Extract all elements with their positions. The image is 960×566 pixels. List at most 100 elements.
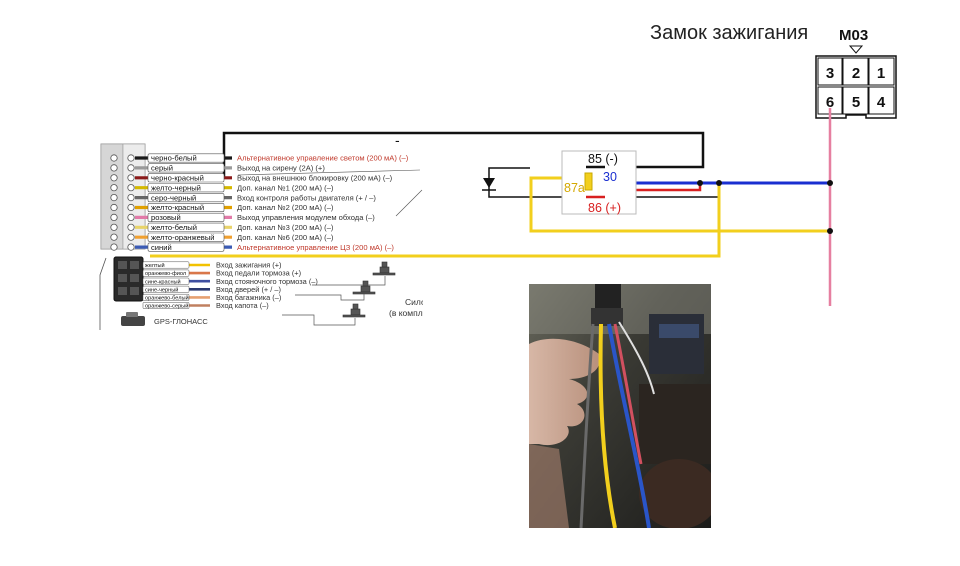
wire-function-label: Доп. канал №3 (200 мА) (–)	[237, 223, 334, 232]
connector-key-marker	[848, 45, 864, 54]
junction-dots	[697, 180, 833, 234]
gps-module-icon	[121, 312, 145, 326]
input-wire-color-name: сине-красный	[145, 278, 181, 285]
wire-color-name: желто-черный	[151, 183, 201, 192]
socket-pin	[110, 194, 118, 202]
socket-pin	[127, 223, 135, 231]
main-sockets	[110, 154, 135, 251]
socket-pin	[110, 213, 118, 221]
wire-color-name: черно-белый	[151, 154, 197, 163]
wire-color-tag	[147, 242, 225, 252]
socket-pin	[127, 243, 135, 251]
switch-leads	[282, 276, 386, 326]
wire-function-label: Альтернативное управление ЦЗ (200 мА) (–…	[237, 243, 394, 252]
harness-outline	[99, 257, 107, 330]
wire-color-tag	[147, 173, 225, 183]
relay-87a-contact	[584, 172, 593, 191]
wire-function-label: Доп. канал №6 (200 мА) (–)	[237, 233, 334, 242]
socket-pin	[127, 233, 135, 241]
diode-icon	[483, 178, 495, 188]
socket-pin	[127, 184, 135, 192]
socket-pin	[110, 174, 118, 182]
input-wire-function: Вход капота (–)	[216, 301, 269, 310]
relay-pin-86: 86 (+)	[588, 201, 621, 215]
input-wire-color-name: желтый	[145, 262, 165, 269]
leader-line	[237, 169, 421, 176]
socket-pin	[110, 184, 118, 192]
wire-color-tag	[147, 203, 225, 213]
main-wires: черно-белый Альтернативное управление све…	[135, 153, 409, 252]
leader-line	[395, 189, 423, 217]
input-wire-function: Вход педали тормоза (+)	[216, 269, 301, 278]
socket-pin	[110, 164, 118, 172]
wire-color-tag	[147, 153, 225, 163]
wire-color-name: желто-белый	[151, 223, 197, 232]
wire-function-label: Выход на внешнюю блокировку (200 мА) (–)	[237, 174, 393, 183]
black-wire	[222, 131, 705, 178]
scan-clip-mask	[423, 296, 443, 330]
photo-of-wiring-harness-icon	[529, 284, 711, 528]
input-wire-color-name: оранжево-серый	[145, 303, 188, 310]
wire-color-name: синий	[151, 243, 172, 252]
gps-label: GPS-ГЛОНАСС	[154, 317, 208, 326]
wire-color-tag	[147, 163, 225, 173]
wire-color-tag	[147, 193, 225, 203]
wire-color-name: серый	[151, 164, 173, 173]
socket-pin	[110, 243, 118, 251]
wire-color-name: розовый	[151, 213, 181, 222]
input-wire-tag	[142, 269, 190, 277]
title: Замок зажигания	[650, 22, 808, 44]
connector-cells	[817, 57, 895, 115]
connector-code: M03	[839, 27, 868, 44]
socket-pin	[127, 213, 135, 221]
input-wire-function: Вход зажигания (+)	[216, 261, 282, 270]
wire-color-tag	[147, 183, 225, 193]
socket-pin	[110, 154, 118, 162]
input-wire-tag	[142, 285, 190, 293]
wire-function-label: Вход контроля работы двигателя (+ / –)	[237, 193, 376, 202]
relay-pin-85: 85 (-)	[588, 152, 618, 166]
pin-label: 4	[877, 94, 886, 111]
cut-text-line1: Сило	[405, 297, 426, 307]
input-wire-tag	[142, 261, 190, 269]
relay-body	[561, 150, 637, 215]
wire-color-name: серо-черный	[151, 193, 196, 202]
wire-color-tag	[147, 232, 225, 242]
socket-pin	[110, 203, 118, 212]
minus-label: -	[395, 132, 400, 148]
socket-pin	[127, 164, 135, 172]
limit-switch-icon	[342, 261, 396, 318]
wire-function-label: Доп. канал №1 (200 мА) (–)	[237, 183, 334, 192]
wire-function-label: Альтернативное управление светом (200 мА…	[237, 154, 409, 163]
socket-pin	[127, 203, 135, 212]
input-wire-function: Вход дверей (+ / –)	[216, 285, 281, 294]
relay-pin-87a: 87a	[564, 181, 585, 195]
input-wire-function: Вход стояночного тормоза (–)	[216, 277, 318, 286]
wire-color-tag	[147, 222, 225, 232]
socket-pin	[127, 174, 135, 182]
yellow-ignition-wire	[150, 183, 721, 258]
wire-color-tag	[147, 212, 225, 222]
pin-label: 1	[877, 65, 885, 82]
input-wire-tag	[142, 302, 190, 309]
socket-pin	[127, 194, 135, 202]
wire-function-label: Доп. канал №2 (200 мА) (–)	[237, 203, 334, 212]
wire-function-label: Выход на сирену (2А) (+)	[237, 164, 325, 173]
input-connector	[113, 256, 144, 302]
cut-text-line2: (в компле	[389, 308, 428, 318]
pin-label: 6	[826, 94, 834, 111]
wire-color-name: желто-красный	[151, 203, 204, 212]
relay-pin-30: 30	[603, 170, 617, 184]
input-wire-tag	[142, 293, 190, 301]
socket-pin	[127, 154, 135, 162]
yellow-wire	[529, 176, 830, 233]
pin-label: 2	[852, 65, 860, 82]
input-wire-function: Вход багажника (–)	[216, 293, 281, 302]
input-wire-color-name: сине-черный	[145, 286, 178, 293]
wiring-photo	[529, 284, 711, 528]
wire-function-label: Выход управления модулем обхода (–)	[237, 213, 375, 222]
wire-color-name: желто-оранжевый	[151, 233, 215, 242]
input-wire-color-name: оранжево-фиол	[145, 271, 186, 277]
